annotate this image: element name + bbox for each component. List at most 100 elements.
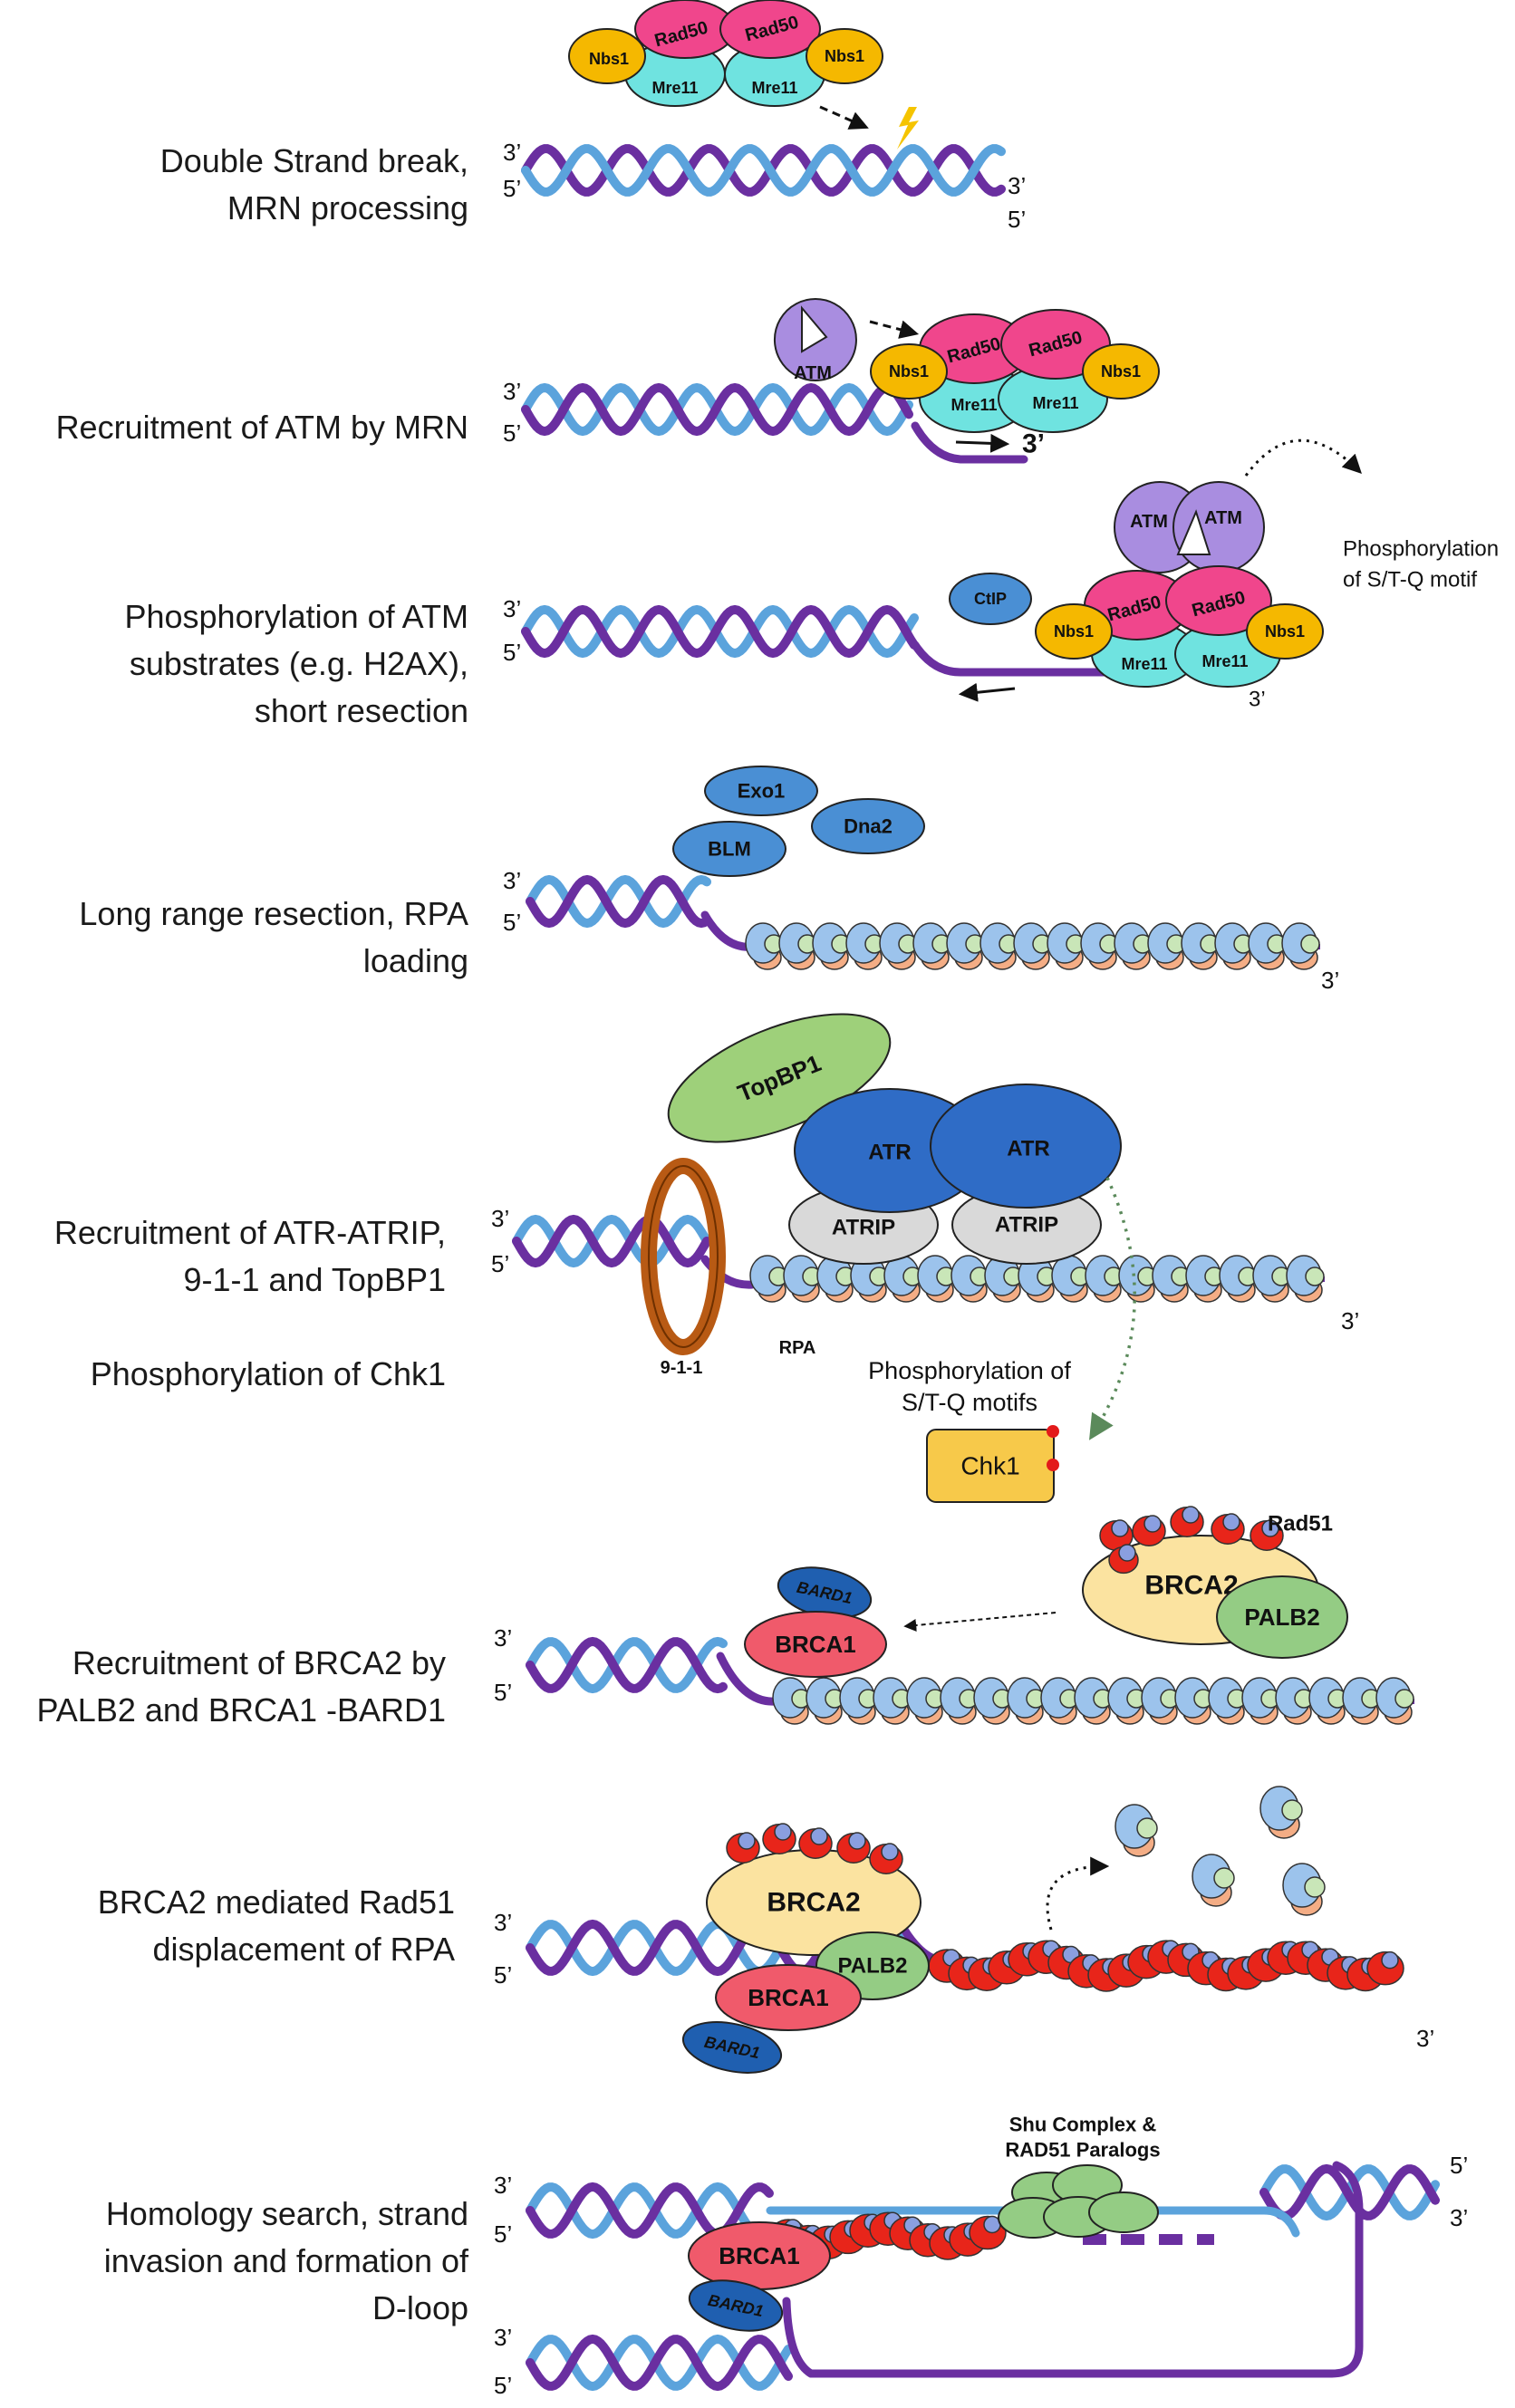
- ssdna-overhang: [911, 421, 1028, 464]
- rad50-protein: [719, 0, 821, 59]
- step-label-1: Double Strand break, MRN processing: [159, 142, 468, 226]
- end-label: 3’: [1321, 967, 1339, 994]
- rad51-atp: [1222, 1513, 1240, 1531]
- dna-helix-8c: [526, 2334, 793, 2392]
- dna-strand: [521, 382, 913, 437]
- end-label: 3’: [503, 378, 521, 405]
- rpa-subunit: [1304, 1876, 1326, 1898]
- palb2-protein: [1216, 1575, 1348, 1659]
- rpa-label: RPA: [779, 1338, 816, 1358]
- brca1-label: BRCA1: [748, 1984, 829, 2011]
- end-label: 3’: [1249, 688, 1266, 712]
- ring-911-outline: [648, 1165, 719, 1348]
- dna-strand: [1259, 2163, 1440, 2220]
- end-label: 5’: [1450, 2152, 1468, 2179]
- brca1-protein: [744, 1611, 887, 1678]
- dna-strand: [521, 144, 1006, 197]
- dna-strand: [521, 604, 919, 659]
- step4-group: 3’ 5’ 3’ Exo1 BLM Dna2: [503, 766, 1339, 994]
- dashed-arrow: [903, 1612, 1057, 1632]
- rpa-subunit: [1213, 1867, 1235, 1889]
- nbs1-label: Nbs1: [825, 47, 864, 65]
- rad51-atp: [1381, 1950, 1399, 1970]
- end-label: 3’: [503, 595, 521, 622]
- dna-helix-1: [521, 144, 1006, 197]
- mre11-label: Mre11: [1032, 394, 1078, 412]
- ring-911-label: 9-1-1: [661, 1358, 703, 1378]
- atrip-label: ATRIP: [995, 1213, 1058, 1238]
- brca2-label: BRCA2: [767, 1888, 860, 1918]
- step5-group: 3’ 5’ 3’ TopBP1 ATR ATR ATRIP ATRIP 9-1-…: [491, 1013, 1359, 1503]
- end-label: 3’: [1022, 429, 1045, 459]
- rad51-filament: [928, 1940, 1404, 1992]
- end-label: 5’: [494, 1679, 512, 1706]
- end-label: 3’: [503, 867, 521, 894]
- end-label: 5’: [503, 419, 521, 447]
- dna-strand: [526, 874, 711, 929]
- rad51-atp: [1111, 1519, 1129, 1537]
- step1-group: 3’ 5’ 3’ 5’ Rad50 Rad50 Nbs1 Nbs1 Mre11 …: [503, 0, 1026, 233]
- ssdna-overhang: [700, 910, 757, 951]
- rpa-subunit: [1300, 934, 1320, 954]
- shu-label: Shu Complex &: [1009, 2114, 1157, 2136]
- atm-cleft: [1176, 509, 1211, 555]
- rpa-coat-4: [745, 922, 1320, 970]
- rad51-atp: [881, 1843, 899, 1861]
- end-label: 3’: [494, 1624, 512, 1652]
- rad50-protein: [1000, 309, 1111, 380]
- released-rpa: [1115, 1786, 1326, 1916]
- bard1-protein: [688, 2279, 784, 2332]
- ssdna-overhang: [716, 1652, 779, 1706]
- end-label: 3’: [1416, 2025, 1434, 2052]
- dotted-arrow: [1244, 438, 1362, 477]
- step3-group: 3’ 5’ 3’ CtIP ATM ATM Rad50 Rad50 Nbs1 N…: [503, 438, 1499, 712]
- step6-group: 3’ 5’ BARD1 BRCA1 BRCA2 PALB2 Rad51: [494, 1506, 1414, 1725]
- displaced-strand: [806, 2161, 1364, 2378]
- end-label: 5’: [494, 2220, 512, 2248]
- dashed-arrow: [819, 105, 869, 130]
- end-label: 3’: [1450, 2204, 1468, 2231]
- blm-protein: [672, 821, 786, 877]
- nbs1-protein: [870, 343, 948, 400]
- end-label: 5’: [494, 2372, 512, 2399]
- rad51-cluster: [1099, 1506, 1284, 1575]
- end-label: 3’: [494, 2172, 512, 2199]
- rad51-atp: [738, 1832, 756, 1850]
- dna-helix-6: [526, 1636, 728, 1694]
- rad51-cluster: [726, 1823, 903, 1874]
- step-label-8: Homology search, strand invasion and for…: [103, 2195, 468, 2326]
- nbs1-label: Nbs1: [1265, 622, 1305, 641]
- dna2-label: Dna2: [844, 815, 893, 838]
- end-label: 5’: [503, 909, 521, 936]
- rad51-atp: [1143, 1515, 1162, 1533]
- mre11-label: Mre11: [651, 79, 698, 97]
- nbs1-protein: [806, 28, 883, 84]
- annotation-text: of S/T-Q motif: [1343, 568, 1477, 592]
- nbs1-label: Nbs1: [1101, 362, 1141, 380]
- rpa-coat-5: [749, 1255, 1325, 1303]
- nbs1-label: Nbs1: [889, 362, 929, 380]
- end-label: 5’: [503, 639, 521, 666]
- rad51-label: Rad51: [1268, 1512, 1333, 1536]
- step2-group: 3’ 5’ 3’ ATM Rad50 Rad50 Nbs1 Nbs1 Mre11…: [503, 298, 1160, 464]
- atr-label: ATR: [1007, 1137, 1050, 1161]
- atm-label: ATM: [1130, 512, 1168, 532]
- dna-helix-5: [512, 1214, 711, 1268]
- step-label-2: Recruitment of ATM by MRN: [55, 409, 468, 446]
- phosphate-dot: [1047, 1425, 1059, 1438]
- rpa-subunit: [1281, 1799, 1303, 1821]
- dashed-arrow: [869, 320, 920, 339]
- dna-strand: [512, 1214, 711, 1268]
- annotation-text: Phosphorylation: [1343, 537, 1499, 562]
- end-label: 3’: [494, 1909, 512, 1936]
- atm-label: ATM: [794, 363, 832, 383]
- brca1-label: BRCA1: [775, 1631, 856, 1658]
- chk1-label: Chk1: [960, 1452, 1019, 1480]
- rad50-protein: [1165, 565, 1272, 636]
- ctip-protein: [949, 573, 1032, 625]
- atr-label: ATR: [868, 1141, 912, 1165]
- end-label: 5’: [494, 1961, 512, 1989]
- step8-group: 3’ 5’ 5’ 3’ 3’ 5’ Shu Complex & RAD51 Pa…: [494, 2114, 1468, 2400]
- end-label: 3’: [1341, 1307, 1359, 1334]
- brca1-label: BRCA1: [719, 2242, 800, 2269]
